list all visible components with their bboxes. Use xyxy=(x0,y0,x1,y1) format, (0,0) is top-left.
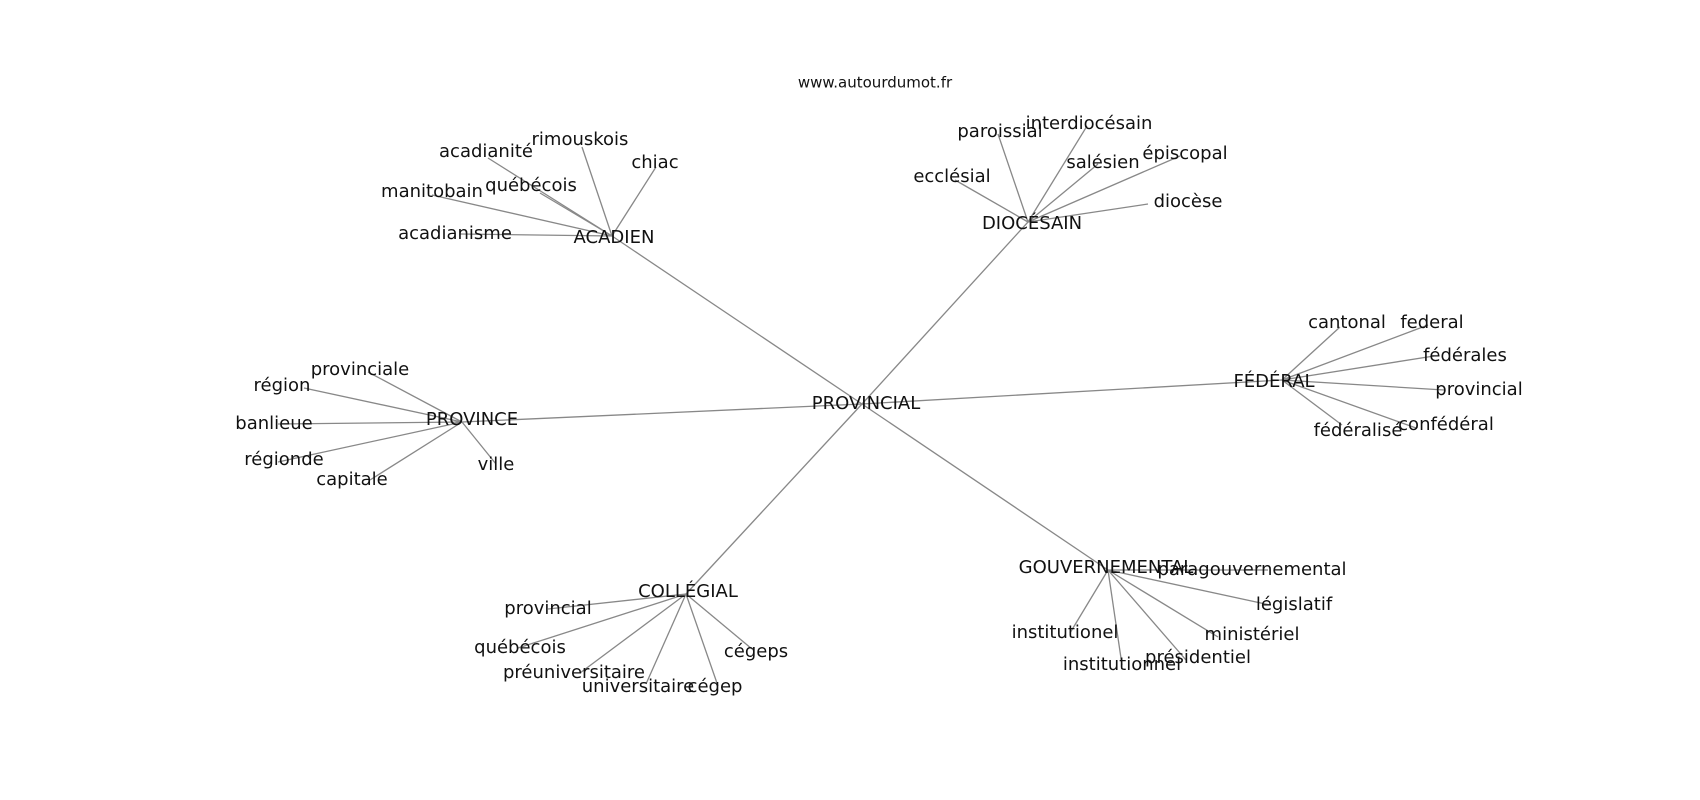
edge-center-diocesain xyxy=(861,221,1029,405)
leaf-node-label: cantonal xyxy=(1308,312,1386,333)
edge-federal-leaf xyxy=(1281,355,1435,381)
edge-province-leaf xyxy=(277,421,463,425)
edge-gouvernemental-leaf xyxy=(1069,569,1109,634)
edge-diocesain-leaf xyxy=(1027,163,1099,223)
hub-node-province: PROVINCE xyxy=(426,409,518,430)
hub-node-collegial: COLLÉGIAL xyxy=(638,580,738,602)
leaf-node-label: régionde xyxy=(244,449,323,470)
leaf-node-label: législatif xyxy=(1256,594,1333,615)
edge-collegial-leaf xyxy=(685,593,753,650)
leaf-node-label: universitaire xyxy=(582,676,695,697)
leaf-node-label: paroissial xyxy=(957,121,1042,142)
leaf-node-label: manitobain xyxy=(381,181,483,202)
edge-province-leaf xyxy=(277,421,463,463)
center-node-label: PROVINCIAL xyxy=(812,393,921,414)
edge-gouvernemental-leaf xyxy=(1107,569,1219,638)
leaf-node-label: fédérales xyxy=(1423,345,1507,366)
leaf-node-label: rimouskois xyxy=(532,129,629,150)
edge-province-leaf xyxy=(461,421,497,465)
hub-node-federal: FÉDÉRAL xyxy=(1233,370,1314,392)
leaf-node-label: institutionel xyxy=(1012,622,1119,643)
leaf-node-label: québécois xyxy=(485,175,577,196)
graph-labels: www.autourdumot.fr acadianitérimouskoisc… xyxy=(235,74,1522,698)
edge-acadien-leaf xyxy=(611,166,657,237)
leaf-node-label: institutionnel xyxy=(1063,654,1181,675)
leaf-node-label: cégep xyxy=(688,676,743,697)
edge-collegial-leaf xyxy=(685,593,719,687)
graph-edges xyxy=(277,125,1445,687)
edge-federal-leaf xyxy=(1281,324,1429,381)
leaf-node-label: federal xyxy=(1400,312,1463,333)
edge-collegial-leaf xyxy=(547,593,687,610)
edge-federal-leaf xyxy=(1281,379,1343,426)
edge-collegial-leaf xyxy=(517,593,687,649)
hub-node-diocesain: DIOCÉSAIN xyxy=(982,212,1082,234)
leaf-node-label: présidentiel xyxy=(1145,647,1251,668)
edge-collegial-leaf xyxy=(579,593,687,674)
edge-diocesain-leaf xyxy=(954,179,1029,223)
leaf-node-label: préuniversitaire xyxy=(503,662,645,683)
edge-gouvernemental-leaf xyxy=(1107,569,1271,606)
leaf-node-label: diocèse xyxy=(1154,191,1223,212)
edge-gouvernemental-leaf xyxy=(1107,569,1123,666)
leaf-node-label: chiac xyxy=(631,152,678,173)
hub-node-gouvernemental: GOUVERNEMENTAL xyxy=(1019,557,1194,578)
leaf-node-label: ministériel xyxy=(1205,624,1300,645)
leaf-node-label: banlieue xyxy=(235,413,312,434)
leaf-node-label: capitale xyxy=(316,469,388,490)
edge-acadien-leaf xyxy=(581,146,613,237)
leaf-node-label: québécois xyxy=(474,637,566,658)
edge-collegial-leaf xyxy=(645,593,687,685)
edge-federal-leaf xyxy=(1281,379,1445,391)
leaf-node-label: ville xyxy=(478,454,515,475)
leaf-node-label: provincial xyxy=(1435,379,1522,400)
leaf-node-label: épiscopal xyxy=(1142,143,1227,164)
edge-diocesain-leaf xyxy=(1027,125,1088,223)
edge-center-collegial xyxy=(685,403,863,595)
edge-gouvernemental-leaf xyxy=(1107,569,1187,661)
leaf-node-label: région xyxy=(254,375,311,396)
edge-federal-leaf xyxy=(1281,326,1341,381)
leaf-node-label: acadianité xyxy=(439,141,533,162)
leaf-node-label: fédéralisé xyxy=(1314,420,1403,441)
leaf-node-label: provinciale xyxy=(311,359,410,380)
leaf-node-label: provincial xyxy=(504,598,591,619)
leaf-node-label: paragouvernemental xyxy=(1157,559,1346,580)
edge-diocesain-leaf xyxy=(997,133,1029,223)
leaf-node-label: acadianisme xyxy=(398,223,512,244)
edge-acadien-leaf xyxy=(459,233,613,237)
leaf-node-label: interdiocésain xyxy=(1026,113,1153,134)
edge-diocesain-leaf xyxy=(1027,203,1149,223)
edge-province-leaf xyxy=(303,387,463,423)
edge-acadien-leaf xyxy=(431,194,613,237)
edge-province-leaf xyxy=(367,371,463,423)
edge-diocesain-leaf xyxy=(1027,155,1181,223)
leaf-node-label: ecclésial xyxy=(913,166,990,187)
edge-center-gouvernemental xyxy=(861,403,1109,571)
edge-center-federal xyxy=(861,379,1283,405)
edge-province-leaf xyxy=(369,421,463,481)
hub-node-acadien: ACADIEN xyxy=(574,227,655,248)
leaf-node-label: salésien xyxy=(1066,152,1139,173)
edge-acadien-leaf xyxy=(539,192,613,237)
edge-center-acadien xyxy=(611,235,863,405)
leaf-node-label: confédéral xyxy=(1398,414,1494,435)
site-watermark: www.autourdumot.fr xyxy=(798,74,953,92)
leaf-node-label: cégeps xyxy=(724,641,788,662)
edge-federal-leaf xyxy=(1281,379,1417,429)
edge-center-province xyxy=(461,403,863,423)
